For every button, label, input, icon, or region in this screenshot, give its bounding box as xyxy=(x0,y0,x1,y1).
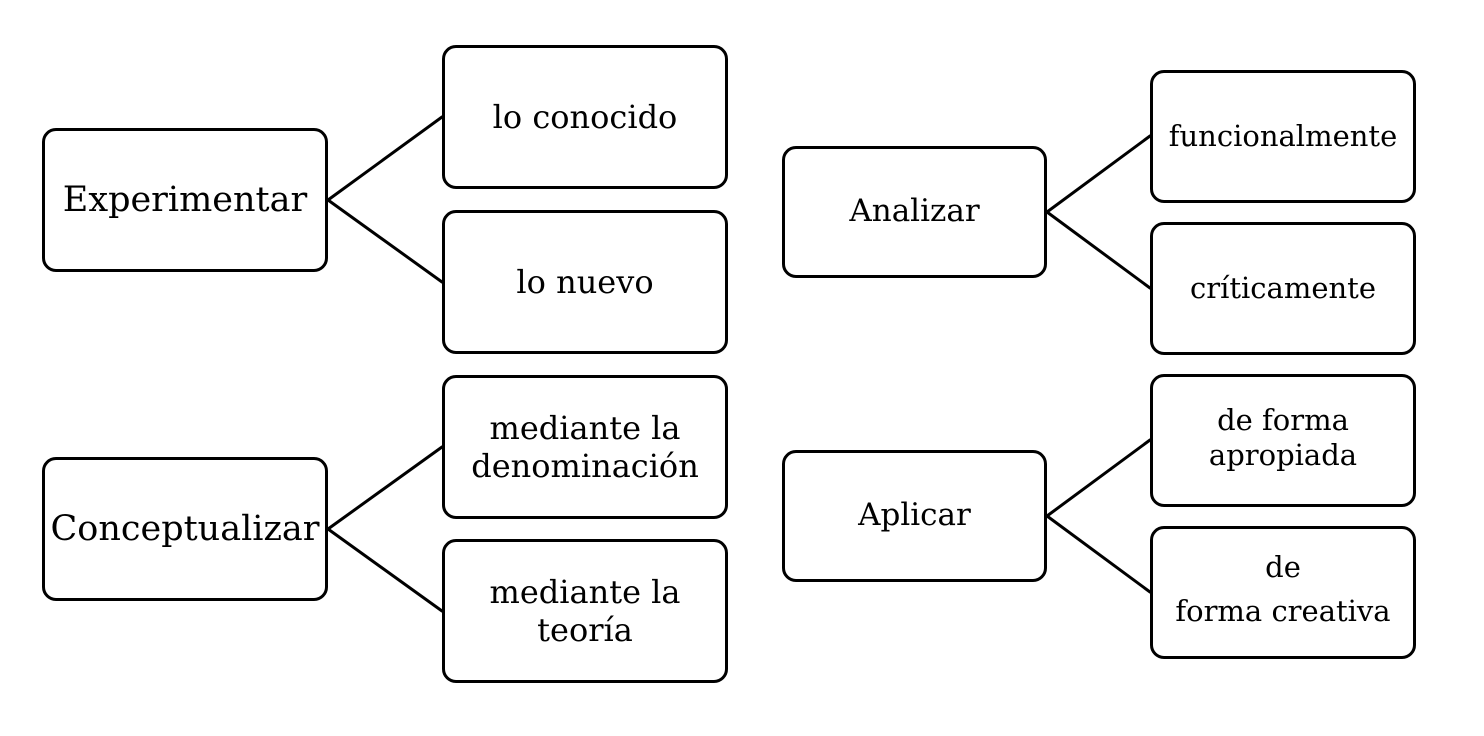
node-funcionalmente-label: funcionalmente xyxy=(1168,119,1398,154)
node-conceptualizar: Conceptualizar xyxy=(42,457,328,601)
node-de-forma-apropiada: de forma apropiada xyxy=(1150,374,1416,507)
node-mediante-la-teoria-label: mediante la teoría xyxy=(489,572,681,649)
node-criticamente: críticamente xyxy=(1150,222,1416,355)
node-experimentar: Experimentar xyxy=(42,128,328,272)
connector-aplicar-apropiada xyxy=(1045,438,1152,518)
node-mediante-la-denominacion-label: mediante la denominación xyxy=(471,408,699,485)
node-de-forma-apropiada-label: de forma apropiada xyxy=(1208,402,1358,472)
connector-aplicar-creativa xyxy=(1045,514,1152,594)
node-criticamente-label: críticamente xyxy=(1190,271,1376,306)
node-de-forma-creativa: de forma creativa xyxy=(1150,526,1416,659)
node-mediante-la-denominacion: mediante la denominación xyxy=(442,375,728,519)
node-lo-nuevo: lo nuevo xyxy=(442,210,728,354)
connector-analizar-funcionalmente xyxy=(1045,134,1152,214)
node-lo-nuevo-label: lo nuevo xyxy=(516,262,654,301)
node-mediante-la-teoria: mediante la teoría xyxy=(442,539,728,683)
node-aplicar-label: Aplicar xyxy=(858,497,971,534)
node-de-forma-creativa-label: de forma creativa xyxy=(1175,550,1391,628)
node-conceptualizar-label: Conceptualizar xyxy=(50,509,320,549)
node-experimentar-label: Experimentar xyxy=(62,180,308,220)
node-analizar-label: Analizar xyxy=(849,193,980,230)
connector-conceptualizar-teoria xyxy=(326,527,444,613)
node-aplicar: Aplicar xyxy=(782,450,1047,582)
node-funcionalmente: funcionalmente xyxy=(1150,70,1416,203)
connector-analizar-criticamente xyxy=(1045,210,1152,290)
node-lo-conocido: lo conocido xyxy=(442,45,728,189)
connector-experimentar-lo-conocido xyxy=(326,115,444,202)
node-analizar: Analizar xyxy=(782,146,1047,278)
node-lo-conocido-label: lo conocido xyxy=(492,97,678,136)
connector-experimentar-lo-nuevo xyxy=(326,198,444,284)
connector-conceptualizar-denominacion xyxy=(326,445,444,531)
